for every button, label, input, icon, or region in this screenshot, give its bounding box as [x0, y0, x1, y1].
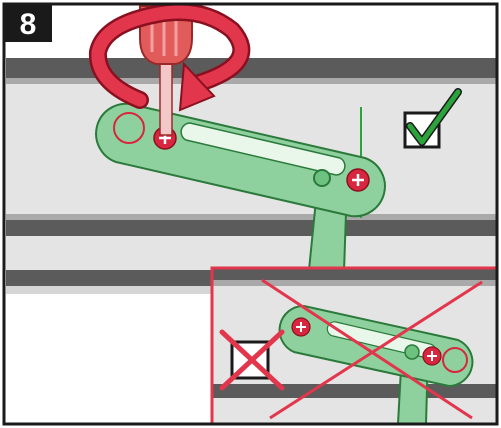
inset-screw-right — [422, 346, 442, 366]
bracket-slot — [180, 122, 346, 176]
rotation-arrow-icon — [88, 3, 251, 112]
incorrect-example-inset — [210, 266, 499, 426]
crossed-box-icon — [219, 329, 285, 391]
inset-bracket-hole — [442, 347, 468, 373]
screw-right — [346, 168, 370, 192]
step-number: 8 — [20, 8, 37, 41]
arm-pivot — [313, 169, 331, 187]
inset-screw-left — [291, 317, 311, 337]
inset-cross-out — [261, 278, 483, 420]
checkmark-box-icon — [403, 88, 462, 149]
step-number-badge: 8 — [4, 4, 52, 42]
bracket-hole — [113, 112, 145, 144]
